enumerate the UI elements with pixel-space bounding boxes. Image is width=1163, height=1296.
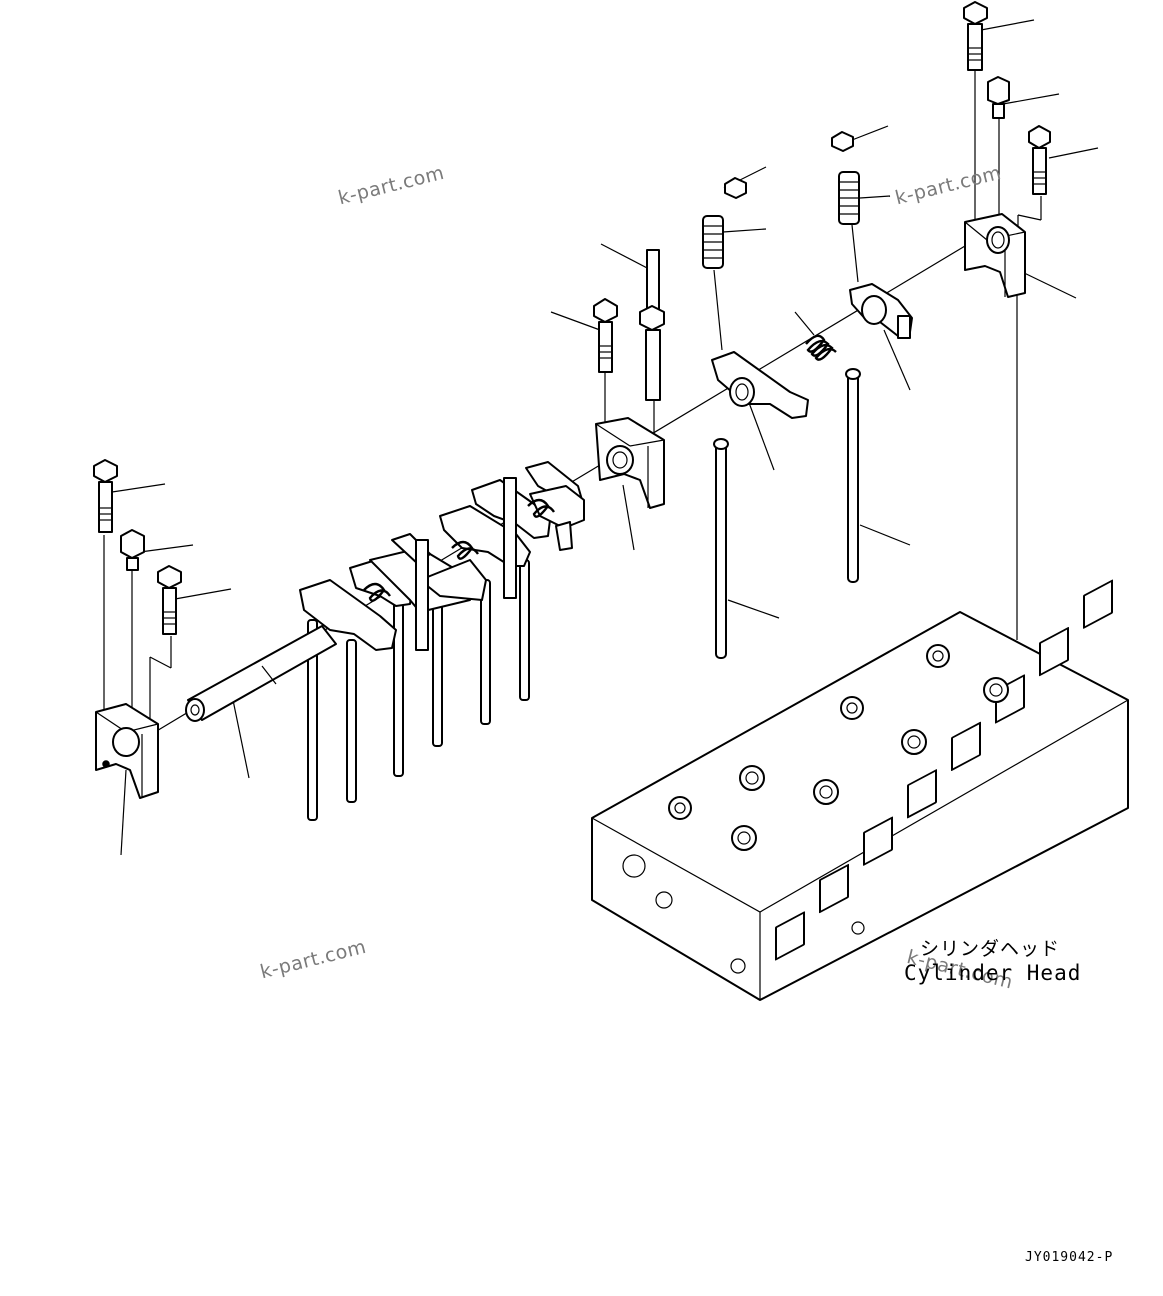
cylinder-head bbox=[591, 579, 1129, 1001]
adjusting-screw-1 bbox=[838, 171, 860, 225]
rocker-shaft bbox=[185, 625, 337, 722]
port-openings bbox=[775, 579, 1113, 961]
cylinder-head-label-jp: シリンダヘッド bbox=[920, 938, 1061, 960]
rocker-assembly bbox=[299, 461, 585, 651]
stud-bolt bbox=[639, 249, 665, 401]
cylinder-head-label-en: Cylinder Head bbox=[904, 961, 1082, 985]
rocker-arm-front bbox=[711, 351, 809, 419]
rocker-arm-rear bbox=[849, 283, 913, 339]
bolt-left-3 bbox=[157, 565, 182, 635]
bolt-top-right-3 bbox=[1028, 125, 1051, 195]
drawing-number: JY019042-P bbox=[1025, 1250, 1114, 1265]
nut-2 bbox=[724, 177, 747, 199]
bolt-left-2 bbox=[120, 529, 145, 571]
rocker-shaft-support-middle bbox=[595, 417, 665, 509]
rocker-shaft-support-front bbox=[95, 703, 159, 799]
valve-seats bbox=[622, 644, 1009, 974]
bolt-middle bbox=[593, 298, 618, 373]
nut-1 bbox=[831, 131, 854, 152]
adjusting-screw-2 bbox=[702, 215, 724, 269]
bolt-left-1 bbox=[93, 459, 118, 533]
bolt-top-right-1 bbox=[963, 1, 988, 71]
rocker-shaft-support-rear bbox=[964, 213, 1026, 298]
rocker-spring bbox=[805, 334, 837, 361]
bolt-top-right-2 bbox=[987, 76, 1010, 119]
